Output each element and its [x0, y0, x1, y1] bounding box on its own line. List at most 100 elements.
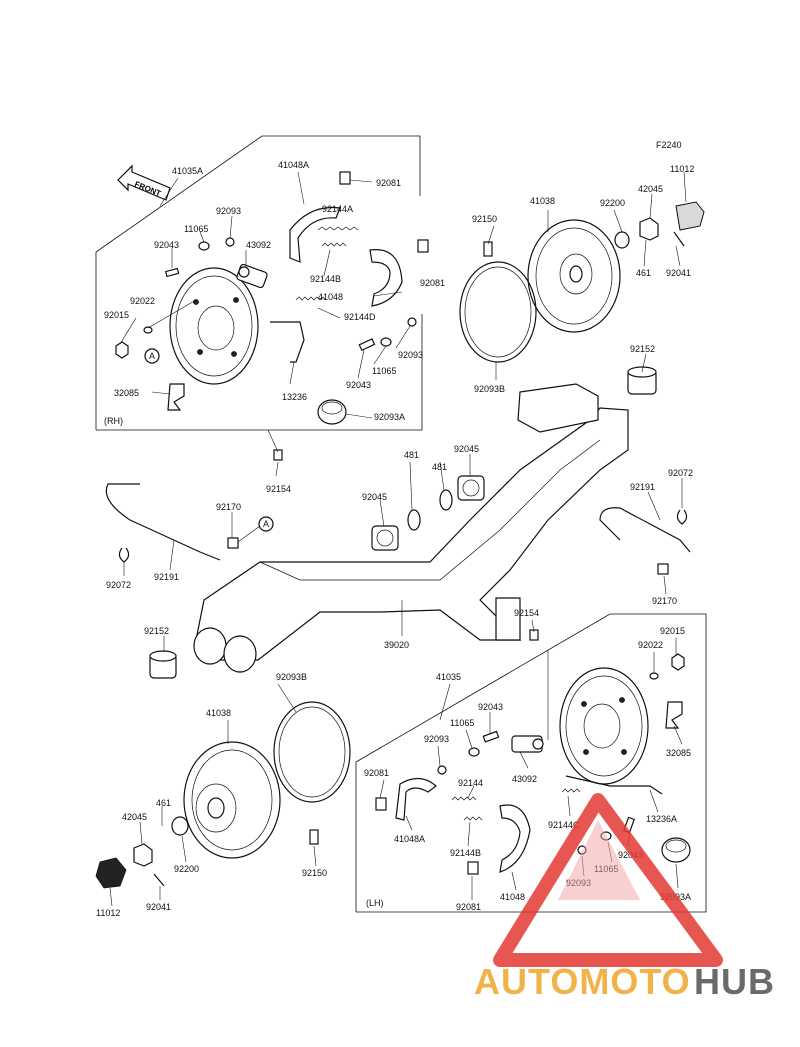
- washer-92022-lh: [649, 672, 659, 680]
- bolt-92154-lh: [529, 629, 539, 641]
- label-92093-rh-low: 92093: [398, 350, 423, 360]
- label-92081-lh-low: 92081: [456, 902, 481, 912]
- label-92200-lh: 92200: [174, 864, 199, 874]
- label-41048-rh: 41048: [318, 292, 343, 302]
- label-92170-left: 92170: [216, 502, 241, 512]
- rh-group-label: (RH): [104, 416, 123, 426]
- spring-92144b-lh: [463, 816, 483, 821]
- clip-92170-right: [657, 563, 669, 575]
- lh-group-outline: [355, 613, 707, 913]
- bearing-92045-lower: [371, 525, 399, 551]
- brake-shoe-41048-rh: [369, 249, 403, 307]
- label-92043-lh-top: 92043: [478, 702, 503, 712]
- nut-92015-rh: [115, 341, 129, 359]
- drum-41038-lh: [183, 741, 281, 859]
- seal-92093-lh-top: [437, 765, 447, 775]
- seal-92093b-rh: [459, 261, 537, 363]
- label-92015-rh: 92015: [104, 310, 129, 320]
- label-11012-rh: 11012: [670, 164, 694, 174]
- washer-92022-rh: [143, 326, 153, 334]
- label-92144: 92144: [458, 778, 483, 788]
- label-461-lh: 461: [156, 798, 171, 808]
- bolt-92154-rh: [273, 449, 283, 461]
- clip-92081-lh-low: [467, 861, 479, 875]
- label-92045-lower: 92045: [362, 492, 387, 502]
- label-92144d: 92144D: [344, 312, 376, 322]
- label-92144b-lh: 92144B: [450, 848, 481, 858]
- label-92045-upper: 92045: [454, 444, 479, 454]
- label-92154-lh: 92154: [514, 608, 539, 618]
- clip-32085-lh: [665, 701, 683, 729]
- label-92191-right: 92191: [630, 482, 655, 492]
- label-92170-right: 92170: [652, 596, 677, 606]
- circlip-481-a: [439, 489, 453, 511]
- wheel-cylinder-lh: [511, 735, 544, 753]
- pin-92041-lh: [153, 873, 165, 887]
- watermark-triangle-icon: [493, 793, 723, 967]
- label-11065-rh: 11065: [184, 224, 208, 234]
- label-92144c: 92144C: [548, 820, 580, 830]
- cap-11012-lh: [95, 857, 127, 889]
- bolt-92150-lh: [309, 829, 319, 845]
- clamp-92072-right: [676, 509, 688, 525]
- bearing-92045-upper: [457, 475, 485, 501]
- pin-92043-rh-top: [164, 267, 180, 278]
- label-92093-rh-top: 92093: [216, 206, 241, 216]
- label-92093a-rh: 92093A: [374, 412, 405, 422]
- label-92152-rh: 92152: [630, 344, 655, 354]
- washer-11065-lh-top: [468, 747, 480, 757]
- clip-92081-rh-top: [339, 171, 351, 185]
- lever-13236: [270, 321, 305, 363]
- label-92043-rh-low: 92043: [346, 380, 371, 390]
- clip-92170-left: [227, 537, 239, 549]
- label-11012-lh: 11012: [96, 908, 120, 918]
- washer-92200-lh: [171, 816, 189, 836]
- hose-92191-left: [105, 483, 221, 561]
- watermark-inner-triangle-icon: [558, 820, 640, 900]
- label-92081-lh-left: 92081: [364, 768, 389, 778]
- wheel-cylinder-rh: [236, 263, 268, 289]
- label-92022-lh: 92022: [638, 640, 663, 650]
- brake-shoe-41048a-lh: [395, 777, 437, 821]
- label-92093-lh-top: 92093: [424, 734, 449, 744]
- watermark-logo: [493, 793, 723, 967]
- backing-plate-rh: [169, 267, 259, 385]
- label-481-a: 481: [432, 462, 447, 472]
- spring-92144d: [295, 296, 327, 301]
- callout-a-main: [258, 516, 274, 532]
- label-92022-rh: 92022: [130, 296, 155, 306]
- label-41048-lh: 41048: [500, 892, 525, 902]
- nut-92015-lh: [671, 653, 685, 671]
- label-92200-rh: 92200: [600, 198, 625, 208]
- callout-a-main-label: A: [263, 519, 269, 529]
- clamp-92072-left: [118, 547, 130, 563]
- label-13236: 13236: [282, 392, 307, 402]
- label-92150-rh: 92150: [472, 214, 497, 224]
- washer-11065-rh-low: [380, 337, 392, 347]
- label-92152-left: 92152: [144, 626, 169, 636]
- label-92081-rh-mid: 92081: [420, 278, 445, 288]
- label-41035a: 41035A: [172, 166, 203, 176]
- label-461-rh: 461: [636, 268, 651, 278]
- label-42045-lh: 42045: [122, 812, 147, 822]
- label-41035: 41035: [436, 672, 461, 682]
- label-43092-rh: 43092: [246, 240, 271, 250]
- label-39020: 39020: [384, 640, 409, 650]
- label-41048a-rh: 41048A: [278, 160, 309, 170]
- nut-42045-rh: [639, 217, 659, 241]
- seal-92093b-lh: [273, 701, 351, 803]
- circlip-481-b: [407, 509, 421, 531]
- nut-42045-lh: [133, 843, 153, 867]
- label-43092-lh: 43092: [512, 774, 537, 784]
- lh-group-label: (LH): [366, 898, 384, 908]
- label-92041-rh: 92041: [666, 268, 691, 278]
- callout-a-rh-label: A: [149, 351, 155, 361]
- spring-92144a: [317, 226, 359, 231]
- callout-a-rh: [144, 348, 160, 364]
- label-92072-left: 92072: [106, 580, 131, 590]
- label-92072-right: 92072: [668, 468, 693, 478]
- pin-92041-rh: [673, 231, 685, 247]
- cap-92093a-lh: [661, 837, 691, 863]
- label-481-b: 481: [404, 450, 419, 460]
